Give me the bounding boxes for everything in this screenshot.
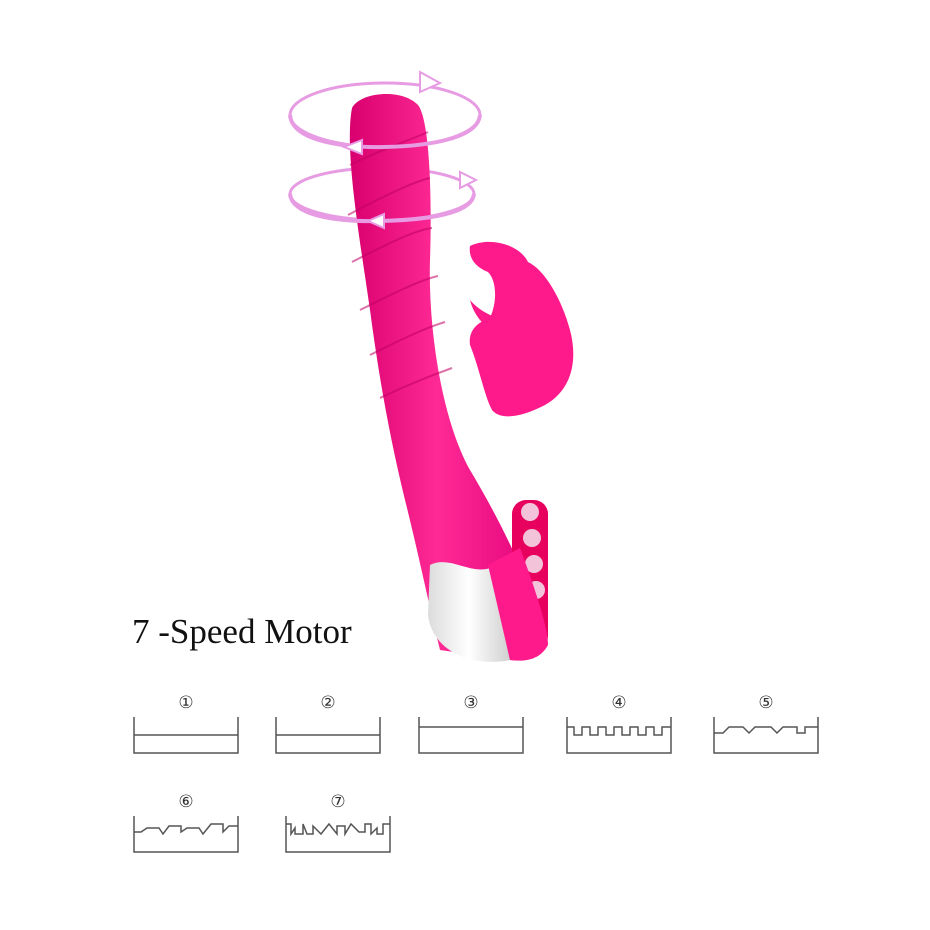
mode-6: ⑥	[133, 792, 239, 854]
rabbit-ear	[470, 300, 512, 335]
pattern-steady-icon	[133, 717, 239, 754]
mode-7: ⑦	[285, 792, 391, 854]
mode-number: ③	[463, 693, 479, 713]
mode-3: ③	[418, 693, 524, 755]
handle-base	[428, 562, 510, 662]
shaft	[349, 93, 546, 661]
mode-number: ②	[320, 693, 336, 713]
mode-number: ⑦	[330, 792, 346, 812]
mode-number: ①	[178, 693, 194, 713]
mode-4: ④	[566, 693, 672, 755]
feature-title: 7 -Speed Motor	[132, 612, 352, 651]
mode-5: ⑤	[713, 693, 819, 755]
mode-number: ④	[611, 693, 627, 713]
pattern-escalate-icon	[133, 816, 239, 853]
pattern-random-icon	[285, 816, 391, 853]
rotation-arrow-top-front	[288, 70, 482, 156]
rotation-arrow-bottom-front	[288, 170, 479, 230]
mode-2: ②	[275, 693, 381, 755]
pattern-steady-icon	[418, 717, 524, 754]
mode-number: ⑥	[178, 792, 194, 812]
pattern-wave-icon	[713, 717, 819, 754]
mode-1: ①	[133, 693, 239, 755]
pattern-steady-icon	[275, 717, 381, 754]
pattern-pulse-icon	[566, 717, 672, 754]
handle-body	[488, 548, 548, 661]
mode-number: ⑤	[758, 693, 774, 713]
rabbit-arm	[469, 241, 574, 417]
